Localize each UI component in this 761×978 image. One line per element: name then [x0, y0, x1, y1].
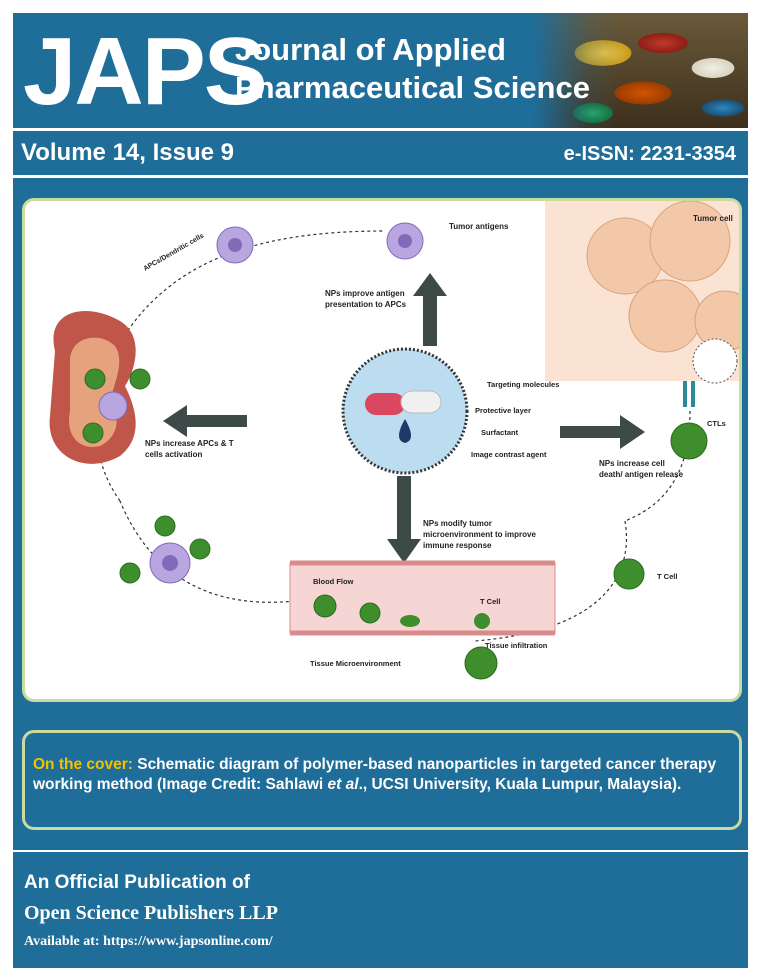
- kidney-organ: [49, 311, 151, 464]
- label-death-2: death/ antigen release: [599, 470, 684, 479]
- label-activation-1: NPs increase APCs & T: [145, 439, 234, 448]
- label-micro-1: NPs modify tumor: [423, 519, 492, 528]
- publication-line: An Official Publication of: [24, 872, 250, 893]
- label-antigen-presentation-1: NPs improve antigen: [325, 289, 405, 298]
- label-micro-2: microenvironment to improve: [423, 530, 536, 539]
- blood-vessel: [289, 560, 556, 636]
- label-micro-3: immune response: [423, 541, 492, 550]
- cover-header: JAPS Journal of Applied Pharmaceutical S…: [13, 13, 748, 128]
- volume-issue: Volume 14, Issue 9: [21, 139, 234, 166]
- tcell-right: [613, 558, 645, 590]
- nanoparticle: [341, 347, 469, 475]
- journal-name: Journal of Applied Pharmaceutical Scienc…: [235, 31, 590, 107]
- ctl-cell: [670, 422, 708, 460]
- footer-divider: [13, 850, 748, 852]
- arrow-right: [560, 415, 645, 449]
- label-protective: Protective layer: [475, 406, 531, 415]
- issn: e-ISSN: 2231-3354: [563, 143, 736, 165]
- label-targeting: Targeting molecules: [487, 380, 559, 389]
- label-death-1: NPs increase cell: [599, 459, 665, 468]
- label-tcell-right: T Cell: [657, 572, 677, 581]
- ctl-receptor-right: [691, 381, 695, 407]
- label-contrast: Image contrast agent: [471, 450, 547, 459]
- label-antigen-presentation-2: presentation to APCs: [325, 300, 407, 309]
- journal-logo: JAPS: [23, 18, 268, 125]
- ctl-receptor-left: [683, 381, 687, 407]
- journal-name-line1: Journal of Applied: [235, 32, 506, 67]
- caption-lead: On the cover:: [33, 756, 133, 773]
- cover-figure: Tumor cell APCs/Dendritic cells Tumor an…: [22, 198, 742, 702]
- label-tcell-vessel: T Cell: [480, 597, 500, 606]
- caption-text-b: ., UCSI University, Kuala Lumpur, Malays…: [358, 776, 682, 793]
- label-tissue-micro: Tissue Microenvironment: [310, 659, 401, 668]
- label-activation-2: cells activation: [145, 450, 202, 459]
- schematic-diagram: Tumor cell APCs/Dendritic cells Tumor an…: [49, 201, 739, 680]
- dendritic-cell-bottom-left: [119, 515, 211, 584]
- label-tumor-antigens: Tumor antigens: [449, 222, 509, 231]
- capsules-photo: [533, 13, 748, 128]
- issue-bar: Volume 14, Issue 9 e-ISSN: 2231-3354: [13, 131, 748, 175]
- cover-caption: On the cover: Schematic diagram of polym…: [33, 755, 731, 795]
- label-surfactant: Surfactant: [481, 428, 519, 437]
- cover-caption-box: On the cover: Schematic diagram of polym…: [22, 730, 742, 830]
- dendritic-cell-top-center: [386, 222, 424, 260]
- journal-name-line2: Pharmaceutical Science: [235, 70, 590, 105]
- arrow-down: [387, 476, 421, 563]
- publisher-name: Open Science Publishers LLP: [24, 902, 278, 924]
- infiltrated-tcell: [464, 646, 498, 680]
- tumor-region: [545, 201, 739, 384]
- label-blood-flow: Blood Flow: [313, 577, 354, 586]
- label-ctls: CTLs: [707, 419, 726, 428]
- label-infiltration: Tissue infiltration: [485, 641, 548, 650]
- dendritic-cell-top-left: [216, 226, 254, 264]
- arrow-left: [163, 405, 247, 437]
- caption-text-a: Schematic diagram of polymer-based nanop…: [33, 756, 717, 793]
- availability-line: Available at: https://www.japsonline.com…: [24, 934, 273, 949]
- arrow-up: [413, 273, 447, 346]
- label-apcs: APCs/Dendritic cells: [143, 232, 206, 272]
- caption-italic: et al: [327, 776, 359, 793]
- label-tumor-cell: Tumor cell: [693, 214, 733, 223]
